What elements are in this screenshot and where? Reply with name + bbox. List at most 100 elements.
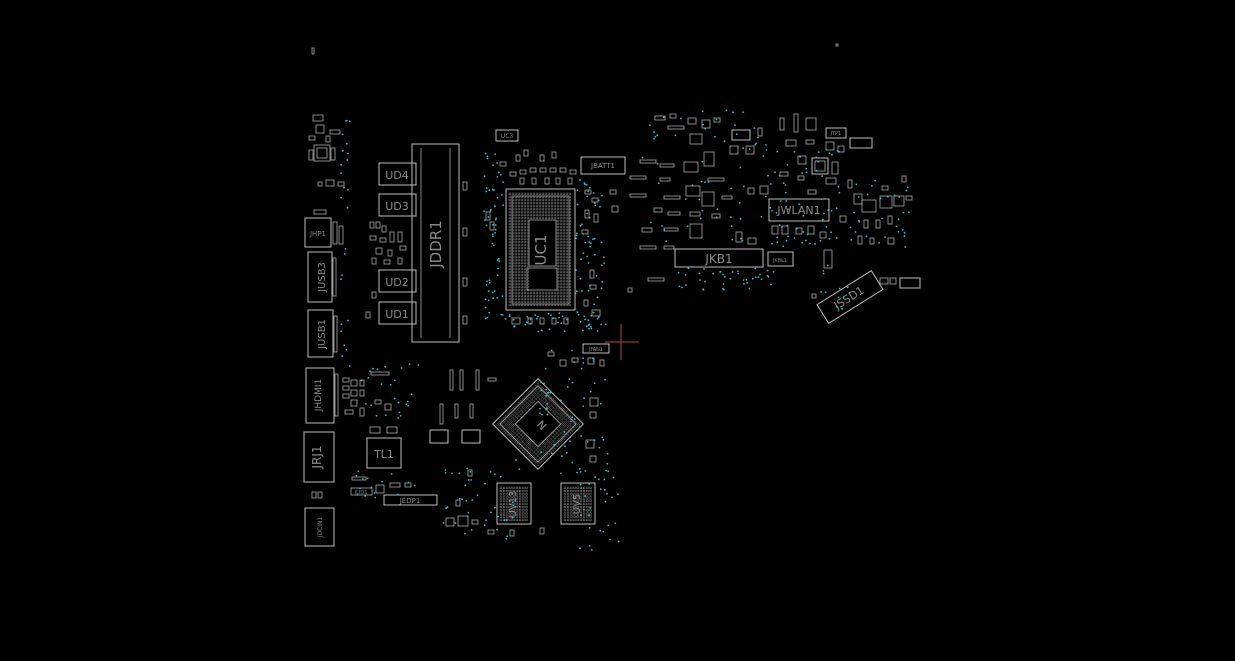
via-dot <box>903 235 906 238</box>
via-dot <box>484 306 487 309</box>
jssd1-connector[interactable] <box>816 270 884 324</box>
via-dot <box>729 277 732 280</box>
via-dot <box>678 285 681 288</box>
via-dot <box>825 225 828 228</box>
via-dot <box>370 404 372 407</box>
jedp1-connector[interactable] <box>383 494 438 506</box>
via-dot <box>723 140 726 143</box>
via-dot <box>545 407 548 410</box>
via-dot <box>582 405 584 407</box>
via-dot <box>795 227 798 230</box>
via-dot <box>512 318 515 321</box>
jusb1-connector[interactable] <box>307 309 334 358</box>
via-dot <box>703 268 705 270</box>
ud3-chip[interactable] <box>378 193 417 217</box>
via-dot <box>617 493 619 496</box>
jfan1-connector[interactable] <box>582 343 610 354</box>
via-dot <box>366 477 369 480</box>
via-dot <box>497 267 499 270</box>
jtp1-connector[interactable] <box>825 127 847 139</box>
via-dot <box>576 232 578 235</box>
via-dot <box>746 281 748 284</box>
via-dot <box>399 414 402 417</box>
via-dot <box>340 196 343 199</box>
via-dot <box>830 209 833 212</box>
via-dot <box>397 401 400 404</box>
via-dot <box>771 242 773 245</box>
ud1-chip[interactable] <box>378 301 417 325</box>
via-dot <box>600 323 603 326</box>
via-dot <box>580 258 582 261</box>
jrj1-connector[interactable] <box>303 431 335 483</box>
jkbl1-connector[interactable] <box>767 251 794 267</box>
via-dot <box>770 283 772 286</box>
via-dot <box>397 493 399 496</box>
jddr1-socket[interactable] <box>411 143 460 343</box>
via-dot <box>584 470 587 472</box>
via-dot <box>579 483 582 486</box>
via-dot <box>596 330 599 332</box>
ud4-chip[interactable] <box>378 162 417 186</box>
jusb3-connector[interactable] <box>307 251 333 303</box>
uc3-chip[interactable] <box>495 129 519 142</box>
jhp1-connector[interactable] <box>304 217 332 248</box>
via-dot <box>400 367 403 369</box>
via-dot <box>590 326 592 328</box>
via-dot <box>511 501 514 504</box>
via-dot <box>498 257 500 260</box>
via-dot <box>589 245 591 248</box>
jhp1-label: JHP1 <box>309 230 326 238</box>
via-dot <box>347 319 349 322</box>
via-dot <box>776 150 779 153</box>
jusb1-label: JUSB1 <box>317 319 328 350</box>
via-dot <box>486 280 488 283</box>
jbatt1-connector[interactable] <box>580 156 626 175</box>
via-dot <box>701 209 704 212</box>
via-dot <box>707 181 710 183</box>
via-dot <box>821 218 824 221</box>
via-dot <box>575 290 578 293</box>
jkb1-connector[interactable] <box>674 248 764 268</box>
via-dot <box>345 348 348 351</box>
ud2-label: UD2 <box>385 276 409 289</box>
via-dot <box>782 182 785 185</box>
via-dot <box>871 185 873 187</box>
via-dot <box>838 150 841 153</box>
jdcin1-connector[interactable] <box>304 507 335 547</box>
via-dot <box>594 253 596 256</box>
audio-lan-region: TL1 JLID1 JEDP1 <box>342 371 438 506</box>
via-dot <box>492 164 494 167</box>
via-dot <box>586 195 588 198</box>
via-dot <box>754 143 757 146</box>
uv13-chip[interactable] <box>496 482 532 525</box>
via-dot <box>604 500 607 503</box>
via-dot <box>494 231 497 234</box>
via-dot <box>380 383 383 386</box>
via-dot <box>374 496 377 499</box>
ud2-chip[interactable] <box>378 269 417 293</box>
via-dot <box>494 153 496 156</box>
via-dot <box>590 327 593 330</box>
via-dot <box>493 290 496 293</box>
via-dot <box>581 290 583 292</box>
via-dot <box>467 511 470 514</box>
via-dot <box>406 400 409 403</box>
jhdmi1-connector[interactable] <box>305 367 335 424</box>
via-dot <box>501 314 504 316</box>
via-dot <box>600 264 603 267</box>
via-dot <box>731 238 734 241</box>
via-dot <box>748 287 751 290</box>
tl1-component[interactable] <box>366 437 402 469</box>
via-dot <box>775 211 778 214</box>
via-dot <box>471 499 474 501</box>
via-dot <box>597 316 600 319</box>
via-dot <box>599 488 602 490</box>
via-dot <box>906 186 909 189</box>
uv5-chip[interactable] <box>560 482 596 525</box>
uc1-cpu[interactable] <box>505 188 576 311</box>
via-dot <box>558 312 561 314</box>
via-dot <box>488 311 491 314</box>
via-dot <box>526 316 529 318</box>
via-dot <box>686 225 689 228</box>
